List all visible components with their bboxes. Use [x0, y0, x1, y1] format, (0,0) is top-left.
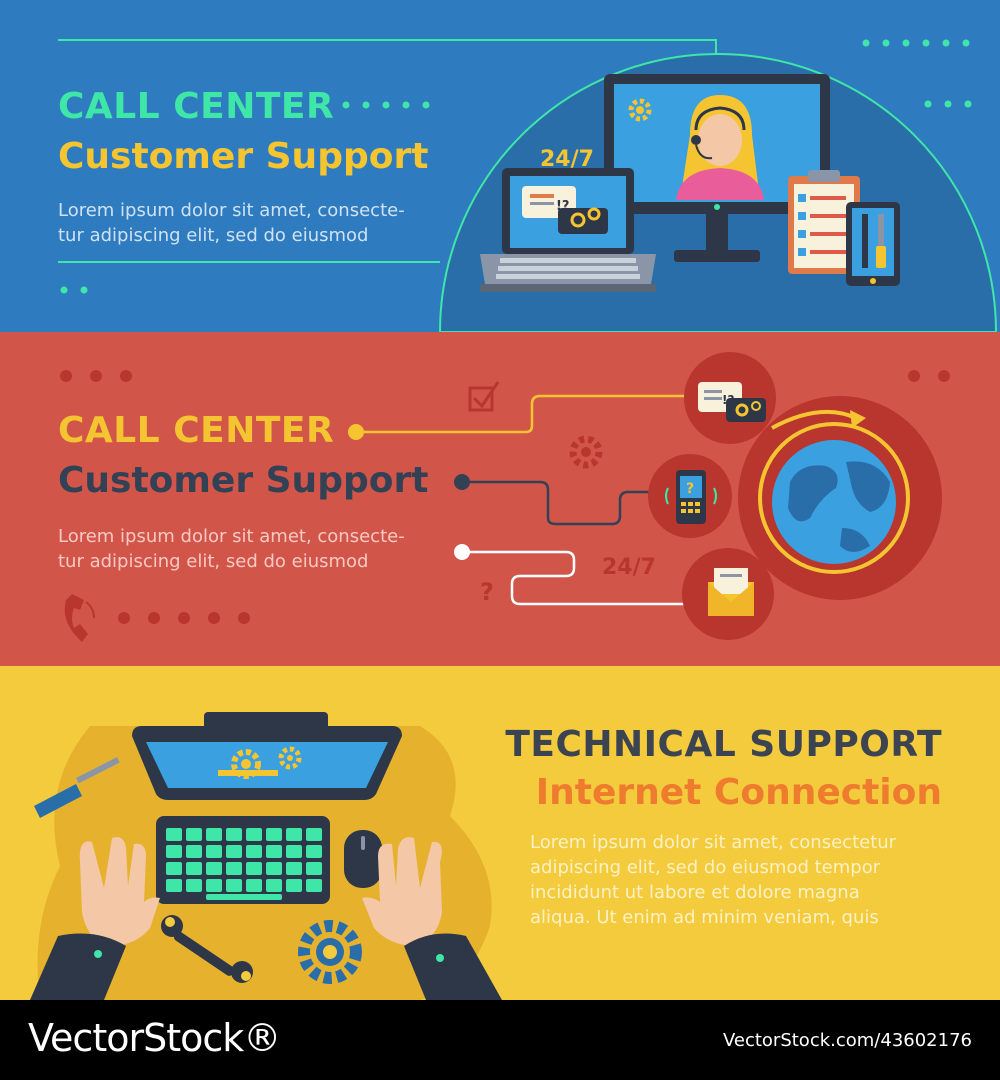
right-hand: [362, 837, 502, 1000]
gear-icon: [628, 98, 652, 122]
banner2-title: CALL CENTER: [58, 410, 335, 451]
chat-bubble-icon: !?: [698, 382, 766, 422]
banner3-illustration: [30, 712, 502, 1000]
banner3-body: Lorem ipsum dolor sit amet, consectetur …: [530, 832, 897, 928]
smartphone-icon: ?: [665, 470, 717, 524]
banner1-title: CALL CENTER: [58, 86, 335, 127]
badge-24-7: 24/7: [602, 555, 656, 580]
banner1-body: Lorem ipsum dolor sit amet, consecte- tu…: [58, 200, 405, 246]
banner1-subtitle: Customer Support: [58, 136, 429, 177]
question-mark: ?: [480, 578, 494, 606]
gear-icon: [569, 435, 603, 469]
monitor-operator: [604, 74, 830, 262]
banner2-illustration: ? 24/7 !?: [60, 352, 950, 642]
monitor: [132, 712, 402, 800]
headset-icon: [691, 135, 701, 145]
phone-icon: [64, 594, 95, 642]
svg-text:?: ?: [686, 481, 694, 497]
checkbox-icon: [468, 381, 500, 412]
left-hand: [30, 837, 160, 1000]
banner2-subtitle: Customer Support: [58, 460, 429, 501]
envelope-icon: [708, 568, 754, 616]
laptop: !?: [480, 168, 656, 292]
banner3-title: TECHNICAL SUPPORT: [505, 724, 942, 765]
chat-bubble-icon: !?: [522, 186, 608, 234]
decor-dots: [60, 370, 950, 624]
clipboard-icon: [788, 170, 860, 274]
banner-call-center-blue: !? 24/7 CALL CENTER Customer Support: [0, 0, 1000, 332]
watermark-bar: VectorStock® VectorStock.com/43602176: [0, 1000, 1000, 1080]
banner3-subtitle: Internet Connection: [535, 772, 942, 813]
tools-icon: [846, 202, 900, 286]
decor-dots: [60, 39, 972, 294]
banner-technical-support-yellow: TECHNICAL SUPPORT Internet Connection Lo…: [0, 666, 1000, 1000]
wrench-icon: [161, 915, 253, 983]
badge-24-7: 24/7: [540, 147, 594, 172]
keyboard-icon: [156, 816, 330, 904]
screwdriver-icon: [34, 757, 120, 818]
banner-call-center-red: ? 24/7 !?: [0, 332, 1000, 666]
globe-icon: [758, 409, 910, 574]
banner1-illustration: !? 24/7: [58, 39, 998, 332]
gear-icon: [298, 920, 362, 984]
watermark-url: VectorStock.com/43602176: [722, 1030, 972, 1051]
mouse-icon: [344, 830, 382, 888]
banner2-body: Lorem ipsum dolor sit amet, consecte- tu…: [58, 526, 405, 572]
watermark-brand: VectorStock®: [28, 1016, 281, 1060]
